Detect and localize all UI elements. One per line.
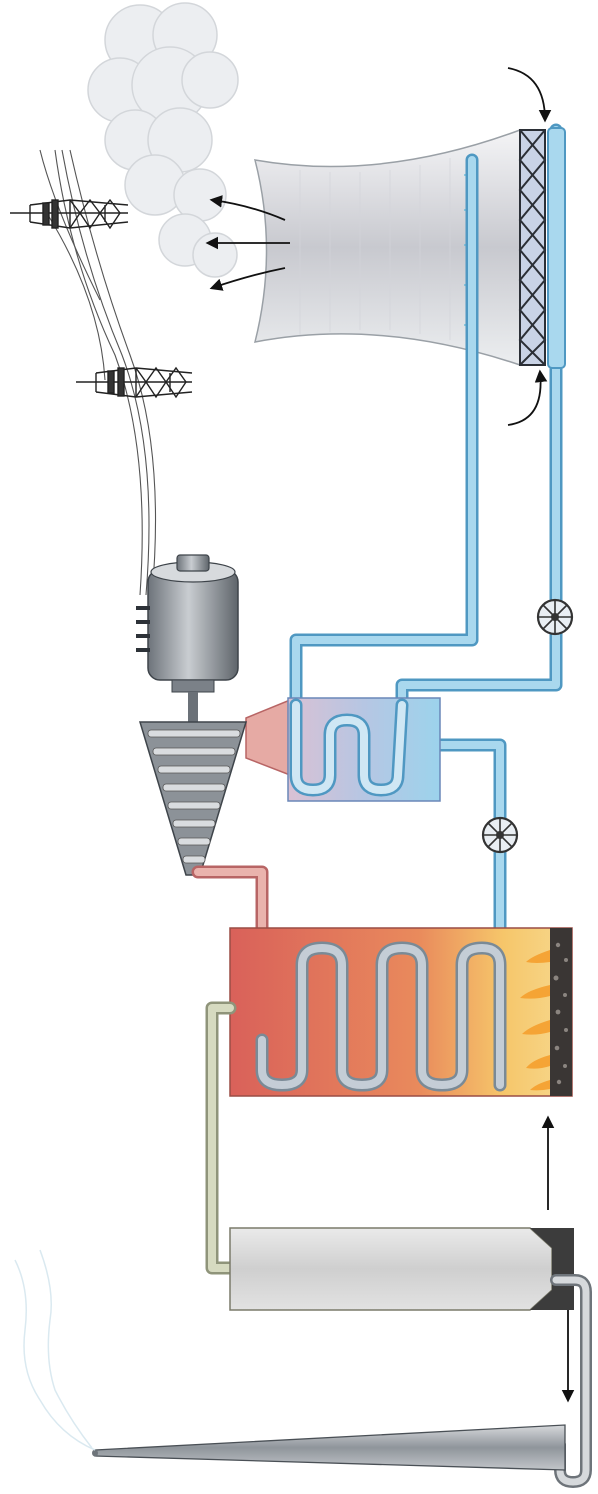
turbine-icon — [140, 722, 246, 875]
cloud-icon — [88, 3, 238, 277]
fuel-bed — [550, 928, 572, 1096]
generator-icon — [136, 555, 238, 722]
cooling-tower — [255, 130, 545, 365]
chimney — [92, 1425, 565, 1470]
pump-icon — [483, 818, 517, 852]
condenser — [246, 698, 440, 801]
pump-icon — [538, 600, 572, 634]
exhaust-plume — [15, 1250, 95, 1450]
flue-gas-filter — [230, 1228, 574, 1310]
boiler-furnace — [230, 928, 572, 1096]
flue-gas-duct — [212, 1008, 232, 1268]
cooling-tower-basin — [548, 128, 565, 368]
